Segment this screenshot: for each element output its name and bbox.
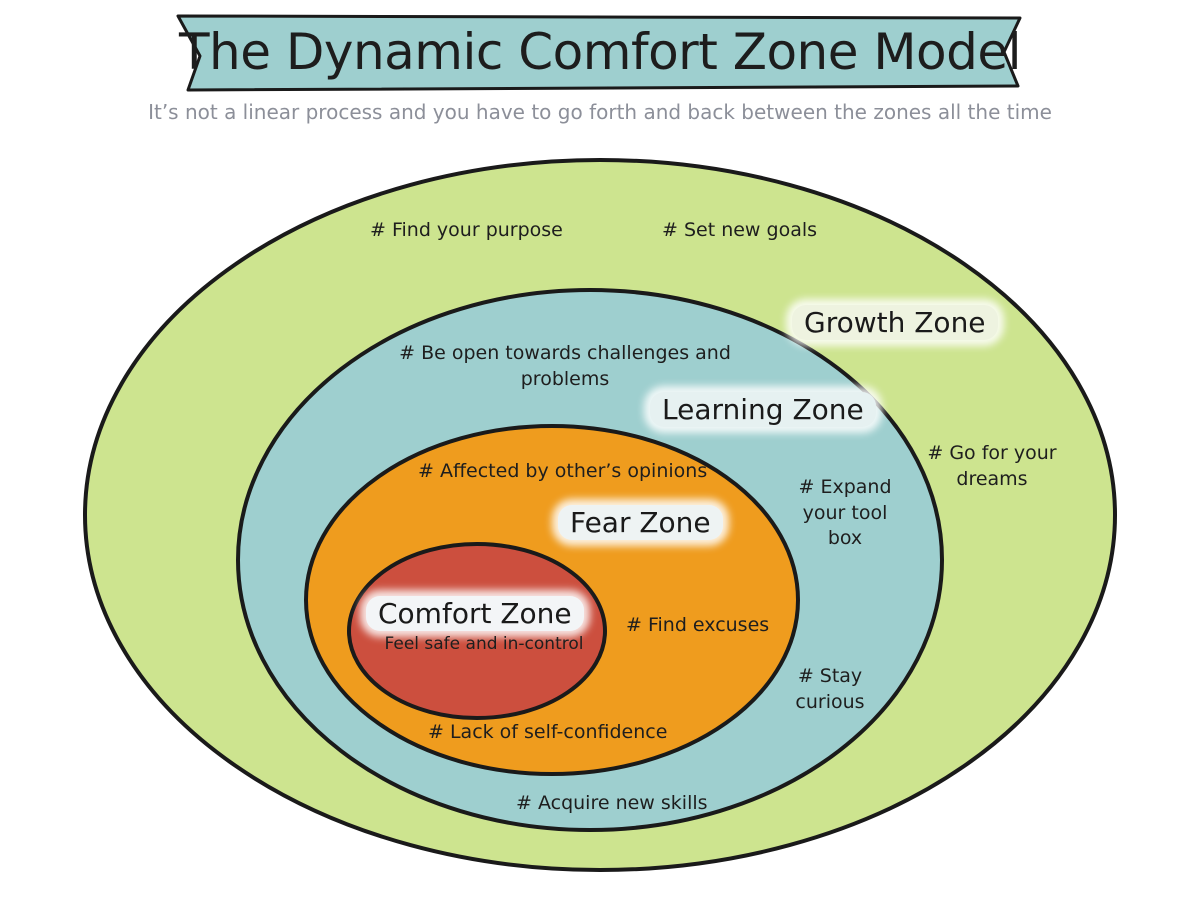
learning-note-skills: # Acquire new skills xyxy=(516,792,708,814)
comfort-note-safe: Feel safe and in-control xyxy=(384,634,584,654)
learning-zone-label: Learning Zone xyxy=(650,392,876,427)
learning-note-challenges: # Be open towards challenges and problem… xyxy=(399,342,731,390)
page-subtitle: It’s not a linear process and you have t… xyxy=(148,100,1052,124)
comfort-zone-label: Comfort Zone xyxy=(366,596,584,631)
title-banner xyxy=(176,14,1022,92)
growth-note-set-goals: # Set new goals xyxy=(662,219,818,241)
growth-note-find-purpose: # Find your purpose xyxy=(370,219,563,241)
fear-note-confidence: # Lack of self-confidence xyxy=(428,721,668,743)
fear-note-affected: # Affected by other’s opinions xyxy=(418,460,708,482)
fear-zone-label: Fear Zone xyxy=(558,505,723,540)
title-banner-shape xyxy=(176,14,1022,92)
growth-note-dreams: # Go for your dreams xyxy=(927,442,1057,490)
growth-zone-label: Growth Zone xyxy=(792,305,998,340)
learning-note-curious: # Stay curious xyxy=(795,665,865,713)
learning-note-toolbox: # Expand your tool box xyxy=(798,476,892,550)
page-title: The Dynamic Comfort Zone Model xyxy=(178,23,1022,81)
fear-note-excuses: # Find excuses xyxy=(626,614,770,636)
comfort-zone-ellipse xyxy=(347,542,607,720)
